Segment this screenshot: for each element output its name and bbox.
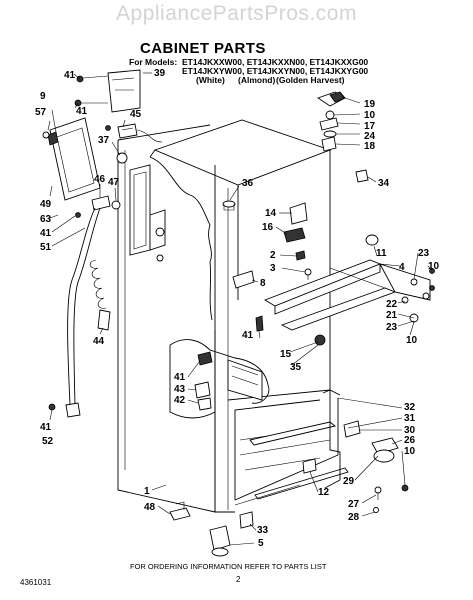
models-row-2: ET14JKXYW00, ET14JKXYN00, ET14JKXYG00 [182,66,369,76]
callout-4: 4 [399,262,405,273]
callout-27: 27 [348,499,360,510]
callout-41: 41 [64,70,76,81]
callout-46: 46 [94,174,106,185]
callout-16: 16 [262,222,274,233]
callout-18: 18 [364,141,376,152]
page-title: CABINET PARTS [140,40,266,57]
callout-43: 43 [174,384,186,395]
watermark: AppliancePartsPros.com [116,2,357,25]
callout-3: 3 [270,263,276,274]
color-almond: (Almond) [238,75,276,85]
callout-52: 52 [42,436,54,447]
callout-29: 29 [343,476,355,487]
callout-35: 35 [290,362,302,373]
callout-24: 24 [364,131,376,142]
callout-26: 26 [404,435,416,446]
callout-23: 23 [418,248,430,259]
upper-hinge-parts [317,91,346,152]
callout-labels: 41 39 9 57 41 45 37 49 46 47 63 41 51 44… [35,68,440,549]
door-hinge-assembly [129,164,166,262]
rail-screw [255,315,264,332]
callout-15: 15 [280,349,292,360]
leader-lines [47,72,433,546]
callout-19: 19 [364,99,376,110]
callout-30: 30 [404,425,416,436]
callout-8: 8 [260,278,266,289]
wire-connector [105,123,163,143]
callout-12: 12 [318,487,330,498]
callout-41: 41 [40,422,52,433]
callout-10: 10 [406,335,418,346]
ordering-note: FOR ORDERING INFORMATION REFER TO PARTS … [130,562,327,571]
callout-42: 42 [174,395,186,406]
callout-14: 14 [265,208,277,219]
callout-47: 47 [108,177,120,188]
rail-bracket [232,270,255,289]
callout-21: 21 [386,310,398,321]
callout-63: 63 [40,214,52,225]
callout-44: 44 [93,336,105,347]
callout-22: 22 [386,299,398,310]
models-row-1: ET14JKXXW00, ET14JKXXN00, ET14JKXXG00 [182,57,369,67]
callout-10: 10 [404,446,416,457]
callout-41: 41 [40,228,52,239]
callout-11: 11 [376,248,387,259]
document-number: 4361031 [20,578,52,587]
drain-tube [48,207,111,418]
callout-45: 45 [130,109,142,120]
evaporator-cover [42,117,101,201]
color-golden-harvest: (Golden Harvest) [276,75,345,85]
leveling-leg [169,501,191,521]
callout-57: 57 [35,107,47,118]
callout-36: 36 [242,178,254,189]
callout-39: 39 [154,68,166,79]
models-prefix: For Models: [129,57,178,67]
front-roller [209,525,231,557]
compressor-area-parts [169,339,270,419]
callout-31: 31 [404,413,416,424]
page-number: 2 [236,575,241,584]
hinge-plug [355,169,369,183]
shelf-support-screws [295,250,312,280]
callout-41: 41 [76,106,88,117]
callout-2: 2 [270,250,276,261]
callout-5: 5 [258,538,264,549]
lower-clip [302,458,317,474]
callout-17: 17 [364,121,376,132]
callout-48: 48 [144,502,156,513]
top-bracket [74,69,141,113]
control-mounts [283,202,308,243]
callout-10: 10 [364,110,376,121]
roller-assembly [343,420,409,513]
callout-34: 34 [378,178,390,189]
top-cover-plug [222,200,236,211]
callout-49: 49 [40,199,52,210]
callout-51: 51 [40,242,52,253]
callout-33: 33 [257,525,269,536]
color-white: (White) [196,75,225,85]
callout-10: 10 [428,261,440,272]
drain-fitting [75,195,121,218]
callout-9: 9 [40,91,46,102]
callout-28: 28 [348,512,360,523]
callout-37: 37 [98,135,110,146]
shelf-rail-assembly [263,234,435,346]
callout-23: 23 [386,322,398,333]
callout-1: 1 [144,486,150,497]
callout-41: 41 [242,330,254,341]
grommet [116,152,128,164]
callout-41: 41 [174,372,186,383]
toe-clip [239,511,254,529]
callout-32: 32 [404,402,416,413]
